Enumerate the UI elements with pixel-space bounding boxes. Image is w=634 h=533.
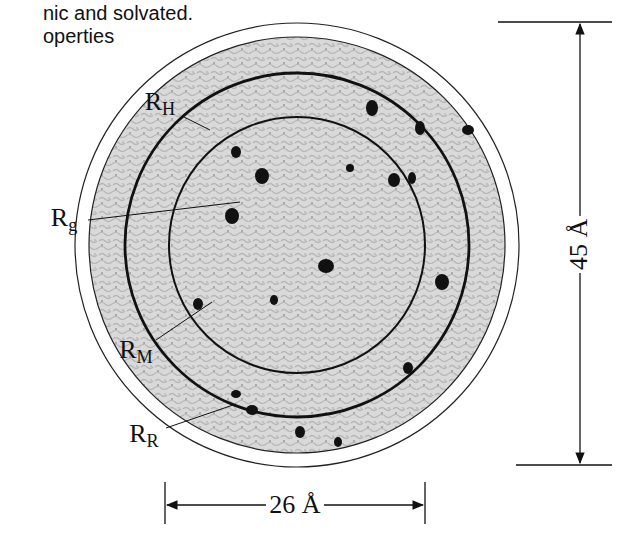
- dimension-label: 45 Å: [566, 215, 595, 272]
- radius-label: RH: [145, 88, 175, 119]
- radius-label: RR: [129, 420, 158, 451]
- leader-lines: [88, 116, 240, 428]
- radius-label: RM: [119, 336, 153, 367]
- dimension-label: 26 Å: [266, 491, 323, 520]
- radius-label: Rg: [51, 204, 77, 235]
- caption-fragment: nic and solvated.: [43, 2, 193, 24]
- dimension-45: [498, 22, 612, 465]
- dimension-26: [165, 482, 425, 524]
- caption-fragment: operties: [43, 25, 114, 47]
- atom-dots: [193, 100, 474, 447]
- protein-body: [75, 23, 519, 467]
